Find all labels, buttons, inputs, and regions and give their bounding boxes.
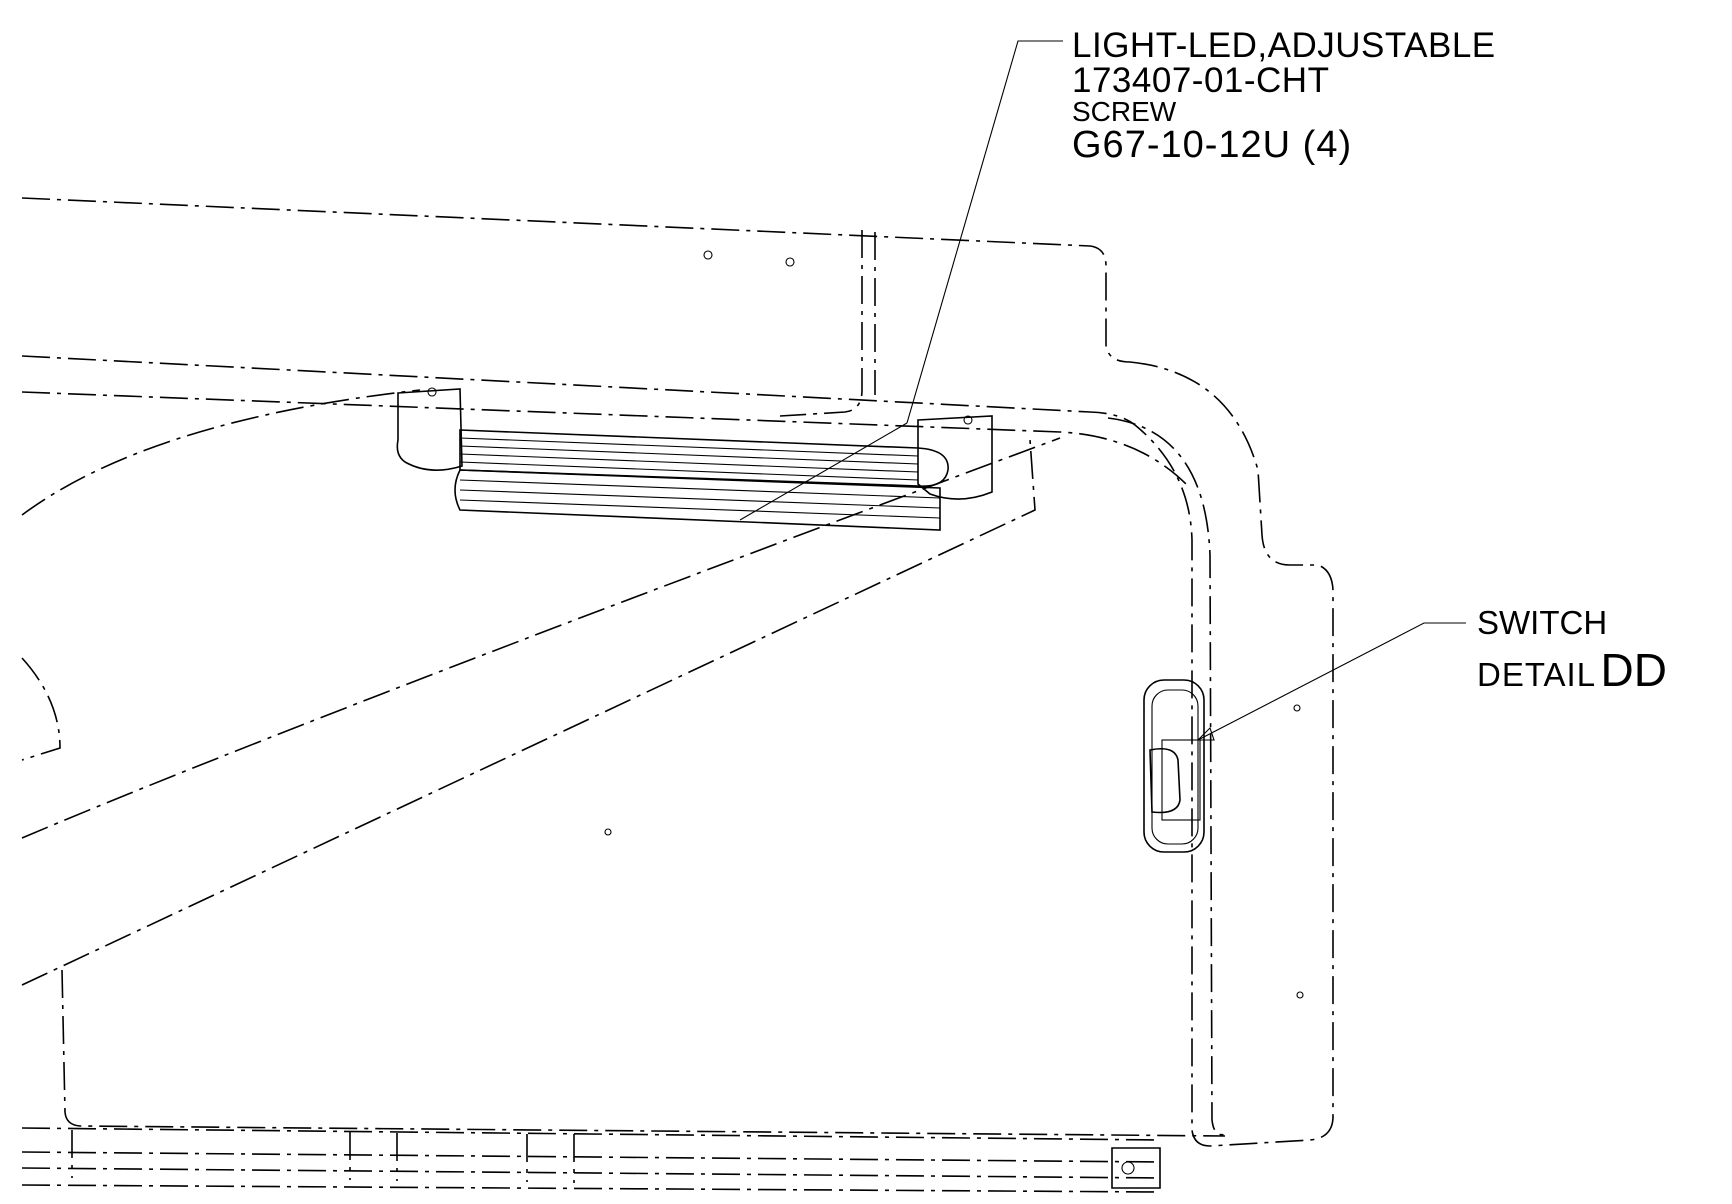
light-leader-line-2 <box>739 422 908 521</box>
inner-curve <box>1107 417 1227 1136</box>
large-arc <box>21 389 421 516</box>
base-line-2 <box>21 1151 1161 1163</box>
light-leader-line <box>906 40 1063 424</box>
base-bracket <box>1111 1147 1161 1189</box>
switch-detail-id: DD <box>1600 644 1667 696</box>
switch-callout: SWITCH DETAIL DD <box>1477 606 1667 693</box>
base-line-3 <box>21 1184 1161 1193</box>
screw-part-number: G67-10-12U (4) <box>1072 124 1353 166</box>
switch-assembly <box>1143 679 1205 853</box>
cabinet-shelf-edge <box>21 355 1211 1147</box>
light-callout: LIGHT-LED,ADJUSTABLE 173407-01-CHT SCREW… <box>1072 28 1496 164</box>
screw-hole-3 <box>604 828 612 836</box>
base-bracket-hole <box>1121 1161 1135 1175</box>
outer-curve <box>1129 361 1334 1147</box>
screw-hole-4 <box>1293 704 1301 712</box>
base-line-4 <box>21 1167 1161 1179</box>
screw-hole-1 <box>703 250 713 260</box>
switch-detail-prefix: DETAIL <box>1477 656 1597 693</box>
switch-arrowhead <box>1196 726 1215 741</box>
light-name-label: LIGHT-LED,ADJUSTABLE <box>1072 26 1496 65</box>
left-edge <box>61 969 1226 1137</box>
cabinet-shelf-edge-2 <box>21 391 1191 489</box>
screw-hole-2 <box>785 257 795 267</box>
cabinet-top-edge <box>21 197 1131 363</box>
switch-leader-line <box>1197 622 1466 741</box>
base-line-1 <box>21 1127 1161 1141</box>
light-part-number: 173407-01-CHT <box>1072 61 1330 100</box>
diagonal-line-2 <box>21 439 1036 986</box>
screw-label: SCREW <box>1072 96 1177 127</box>
vertical-post <box>779 230 863 417</box>
screw-hole-5 <box>1296 991 1304 999</box>
diagonal-line-1 <box>21 437 1061 839</box>
switch-name-label: SWITCH <box>1477 604 1608 641</box>
small-arc <box>21 657 61 761</box>
